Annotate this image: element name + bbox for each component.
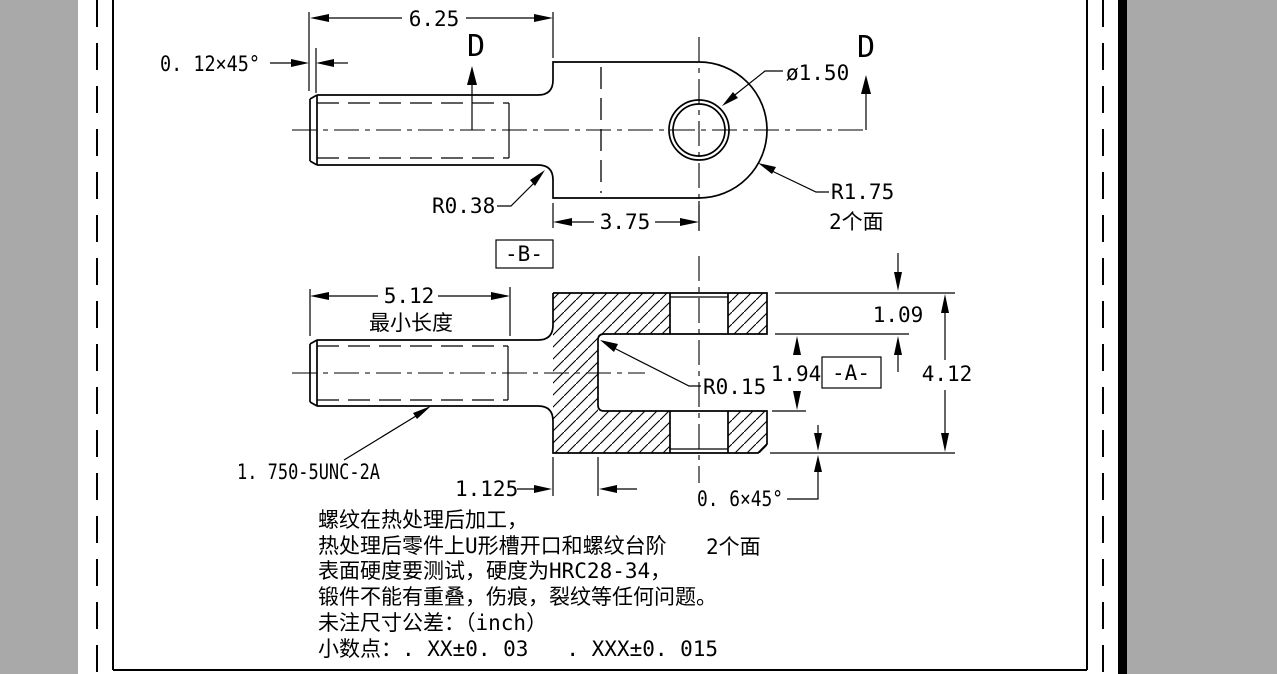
dim-flange-text: 1.09 bbox=[873, 303, 924, 327]
dim-height-text: 4.12 bbox=[922, 362, 973, 386]
dim-chamfer-bottom: 0. 6×45° 2个面 bbox=[697, 425, 822, 559]
desk-right bbox=[1127, 0, 1277, 674]
section-label-left: D bbox=[467, 29, 485, 64]
thread-spec-text: 1. 750-5UNC-2A bbox=[237, 460, 380, 484]
slot-fillet-text: R0.15 bbox=[703, 375, 766, 399]
dim-overall-text: 6.25 bbox=[409, 7, 460, 31]
dim-head-text: 3.75 bbox=[600, 210, 651, 234]
datum-b-symbol: -B- bbox=[495, 239, 554, 269]
dim-overall-height: 4.12 bbox=[922, 294, 973, 452]
note-line-5: 未注尺寸公差：（inch） bbox=[318, 611, 547, 635]
notes-block: 螺纹在热处理后加工， 热处理后零件上U形槽开口和螺纹台阶 表面硬度要测试，硬度为… bbox=[318, 508, 718, 661]
sheet-edge-band bbox=[1118, 0, 1127, 674]
dim-slot-width: 1.94 bbox=[771, 336, 822, 410]
chamfer-top-text: 0. 12×45° bbox=[160, 52, 260, 76]
section-label-right: D bbox=[857, 30, 875, 65]
thread-minor-hidden-2 bbox=[317, 345, 508, 401]
dim-thread-spec: 1. 750-5UNC-2A bbox=[237, 406, 431, 484]
dim-neck-fillet: R0.38 bbox=[432, 170, 545, 218]
sheet-frame bbox=[96, 0, 1104, 674]
section-arrow-right bbox=[861, 75, 871, 94]
dim-hole-dia: ø1.50 bbox=[722, 61, 849, 106]
dim-slot-text: 1.94 bbox=[771, 362, 822, 386]
thread-note-text: 最小长度 bbox=[369, 311, 453, 335]
datum-b-text: -B- bbox=[505, 242, 543, 266]
section-view: 5.12 最小长度 1.09 1.94 -A- bbox=[237, 253, 972, 559]
dim-head-length: 3.75 bbox=[552, 201, 700, 234]
head-radius-text: R1.75 bbox=[831, 180, 894, 204]
datum-a-symbol: -A- bbox=[821, 356, 882, 389]
extension-lines-right bbox=[770, 292, 955, 454]
note-line-3: 表面硬度要测试，硬度为HRC28-34， bbox=[318, 559, 671, 583]
note-line-6: 小数点：. XX±0. 03 . XXX±0. 015 bbox=[318, 637, 718, 661]
dim-slot-depth: 1.125 bbox=[455, 457, 637, 501]
flange-hole-edges bbox=[669, 293, 729, 453]
dim-thread-length: 5.12 最小长度 bbox=[309, 284, 511, 336]
dim-chamfer-top: 0. 12×45° bbox=[160, 48, 348, 93]
note-line-2: 热处理后零件上U形槽开口和螺纹台阶 bbox=[318, 534, 667, 558]
note-line-1: 螺纹在热处理后加工， bbox=[318, 508, 528, 532]
slot-depth-text: 1.125 bbox=[455, 477, 518, 501]
thread-minor-hidden bbox=[317, 102, 509, 159]
dim-flange-thickness: 1.09 bbox=[873, 253, 924, 372]
neck-fillet-text: R0.38 bbox=[432, 194, 495, 218]
section-arrow-left bbox=[467, 66, 477, 85]
datum-a-text: -A- bbox=[832, 361, 870, 385]
faces-note-top: 2个面 bbox=[829, 210, 884, 234]
dim-overall-length: 6.25 bbox=[308, 7, 554, 91]
dim-head-radius: R1.75 2个面 bbox=[758, 163, 894, 234]
desk-left bbox=[0, 0, 78, 674]
hole-dia-text: ø1.50 bbox=[786, 61, 849, 85]
dim-thread-text: 5.12 bbox=[384, 284, 435, 308]
faces-note-bottom: 2个面 bbox=[706, 535, 761, 559]
chamfer-bottom-text: 0. 6×45° bbox=[697, 487, 783, 511]
note-line-4: 锻件不能有重叠，伤痕，裂纹等任何问题。 bbox=[318, 585, 717, 609]
dim-slot-fillet: R0.15 bbox=[600, 340, 766, 399]
top-view: D D 6.25 0. 12×45° ø1.50 bbox=[160, 7, 894, 269]
